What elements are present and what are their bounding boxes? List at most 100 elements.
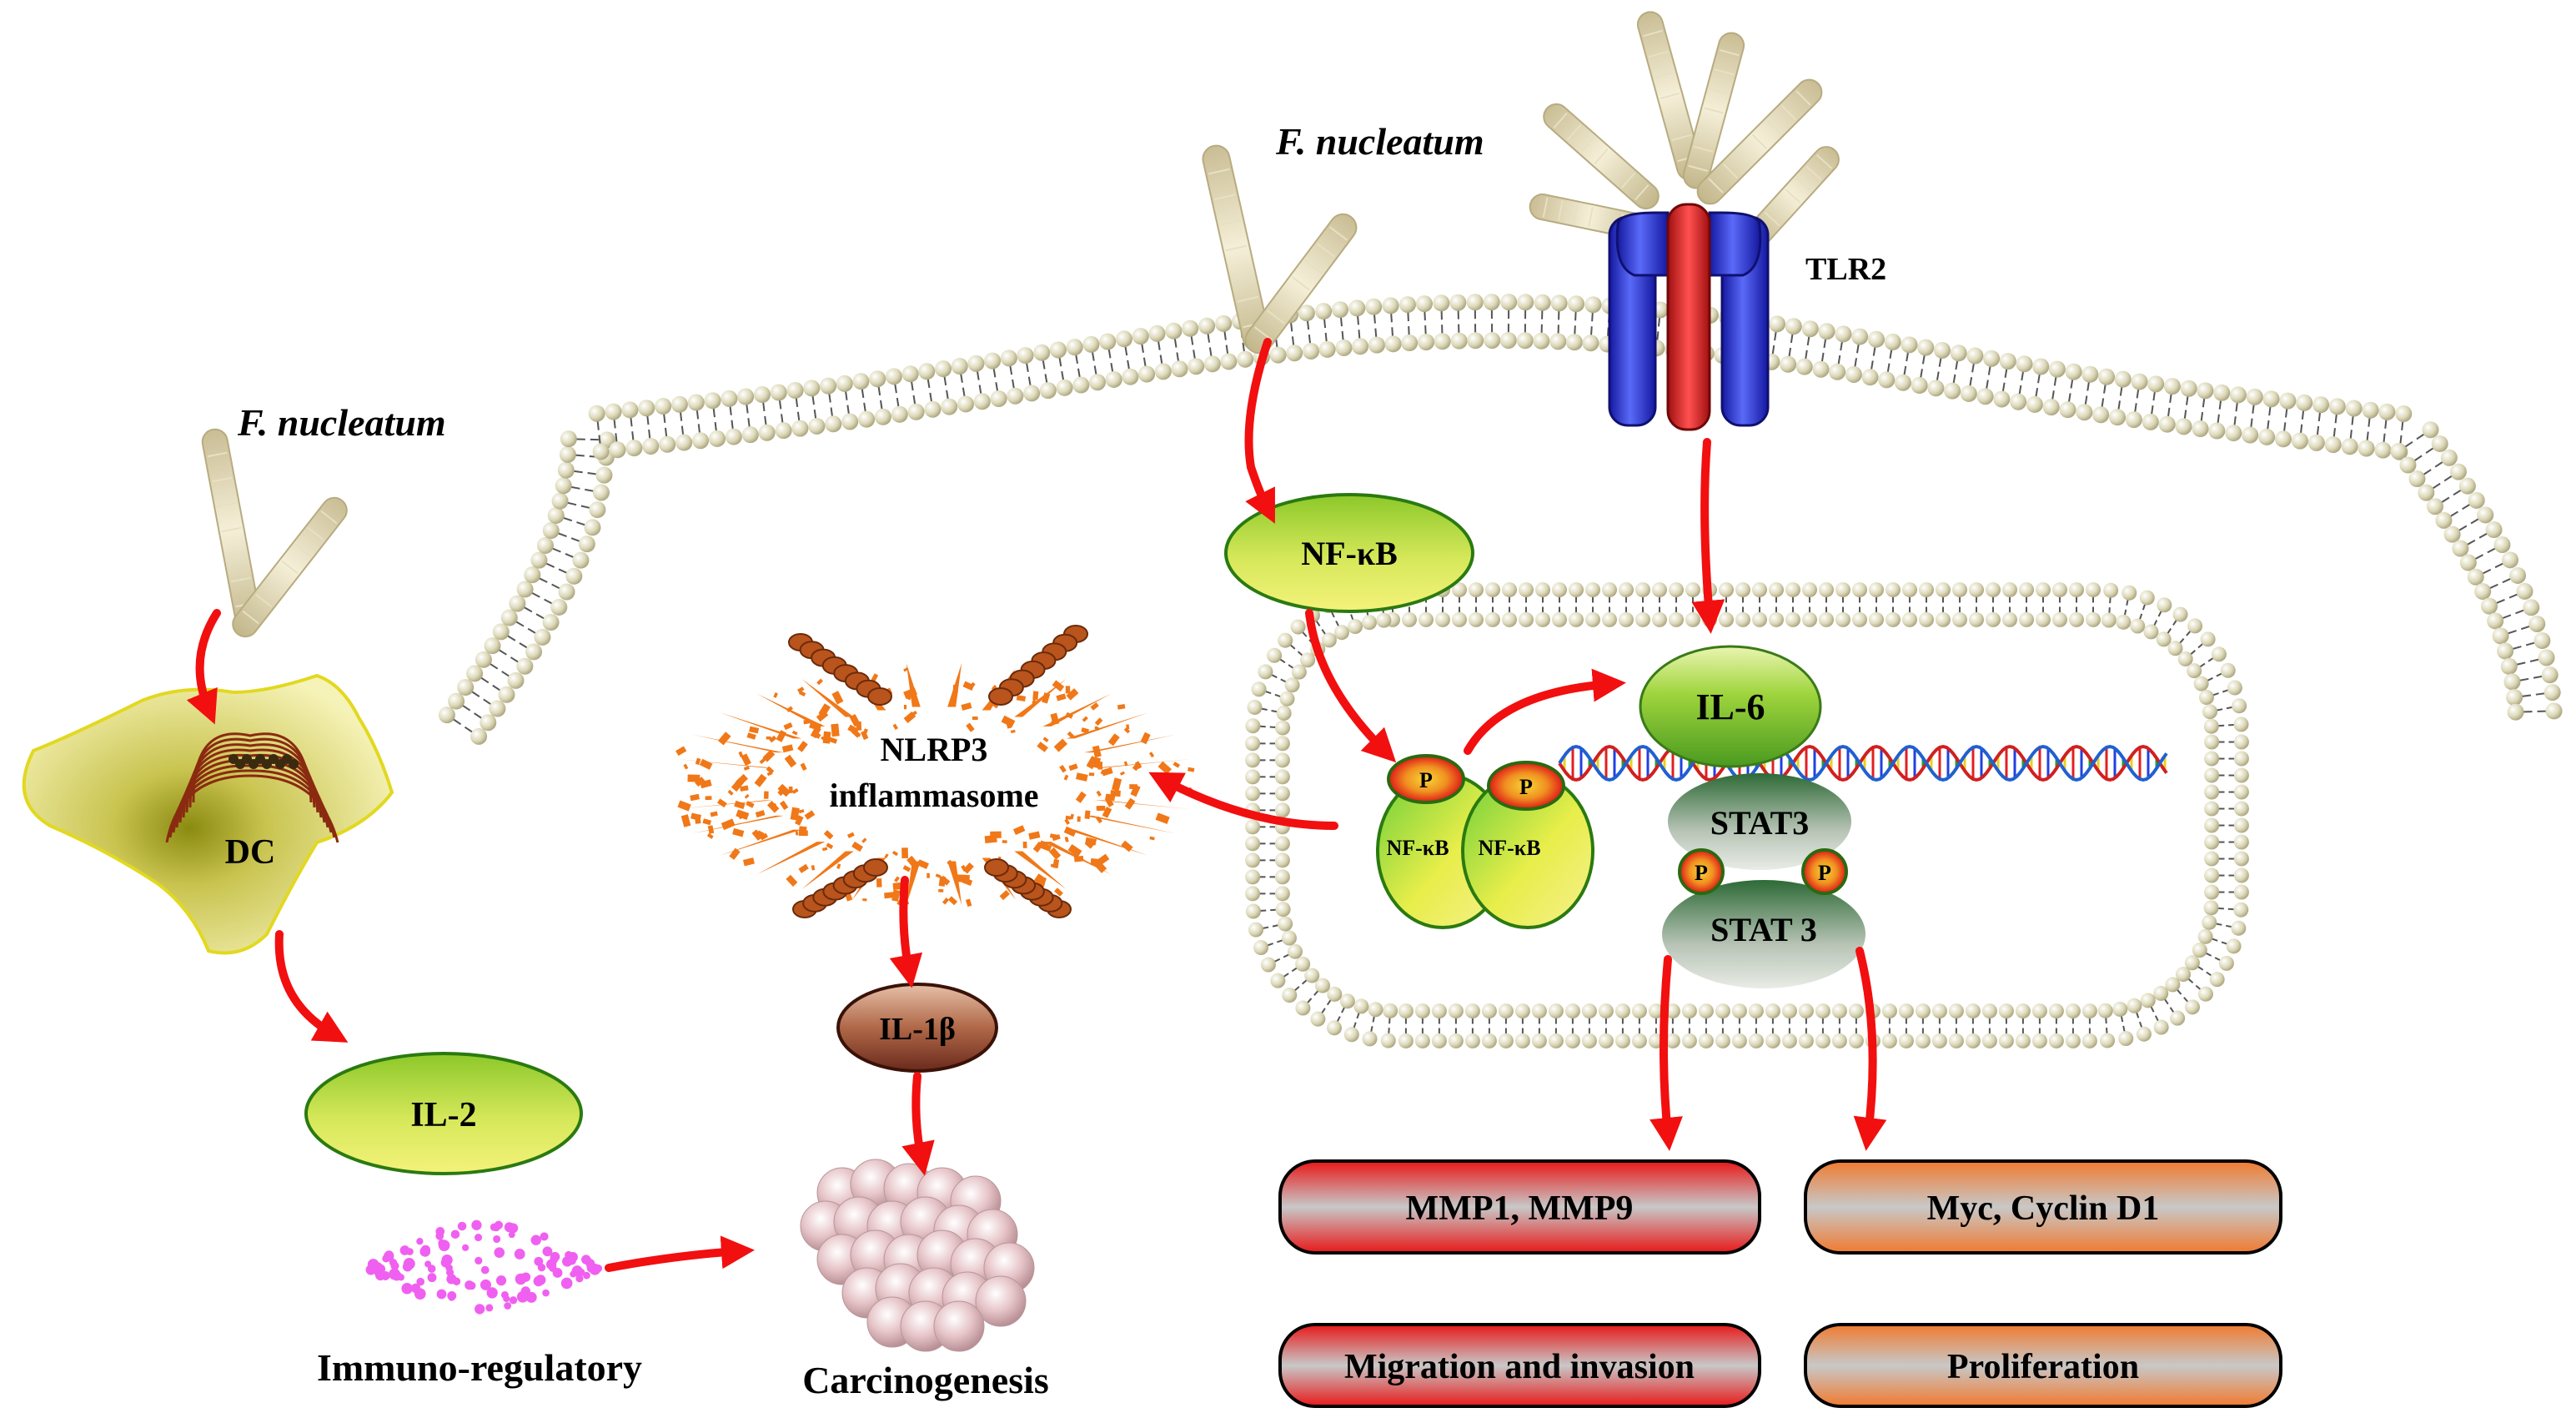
lipid-head bbox=[1099, 334, 1116, 350]
lipid-head bbox=[1599, 1033, 1614, 1048]
nlrp3-fragment bbox=[718, 732, 731, 745]
lipid-head bbox=[1415, 1003, 1430, 1018]
lipid-head bbox=[1533, 333, 1549, 349]
nlrp3-fragment bbox=[764, 792, 769, 799]
lipid-head bbox=[1552, 612, 1567, 627]
lipid-head bbox=[1785, 318, 1802, 334]
nlrp3-fragment bbox=[1173, 762, 1181, 768]
nlrp3-fragment bbox=[1117, 704, 1126, 710]
lipid-head bbox=[1832, 1003, 1847, 1018]
lipid-head bbox=[2086, 582, 2101, 597]
lipid-head bbox=[1882, 1003, 1897, 1018]
immuno-dot bbox=[531, 1235, 541, 1245]
nlrp3-fragment bbox=[823, 732, 831, 744]
lipid-head bbox=[517, 581, 534, 597]
lipid-head bbox=[803, 380, 820, 396]
lipid-head bbox=[1852, 612, 1867, 627]
nlrp3-fragment bbox=[1002, 840, 1007, 843]
lipid-head bbox=[589, 405, 605, 422]
dna-strand bbox=[1559, 747, 2167, 780]
lipid-head bbox=[2019, 582, 2034, 597]
lipid-head bbox=[1416, 295, 1433, 312]
lipid-head bbox=[552, 493, 569, 510]
lipid-head bbox=[1484, 332, 1500, 349]
lipid-head bbox=[2487, 612, 2503, 629]
stat3-upper-label: STAT3 bbox=[1710, 804, 1810, 842]
lipid-head bbox=[759, 425, 776, 441]
lipid-head bbox=[1602, 582, 1617, 597]
lipid-head bbox=[1886, 582, 1901, 597]
lipid-head bbox=[1385, 335, 1402, 352]
lipid-head bbox=[1899, 1033, 1914, 1048]
lipid-head bbox=[1902, 582, 1917, 597]
immuno-dot bbox=[570, 1270, 576, 1277]
lipid-head bbox=[1752, 612, 1767, 627]
nlrp3-fragment bbox=[1149, 837, 1154, 841]
lipid-head bbox=[1278, 917, 1293, 932]
lipid-head bbox=[1288, 944, 1303, 959]
tumor-cluster bbox=[801, 1159, 1034, 1351]
lipid-head bbox=[1383, 297, 1399, 314]
lipid-head bbox=[2468, 569, 2484, 586]
lipid-head bbox=[475, 651, 492, 668]
lipid-head bbox=[1282, 988, 1297, 1003]
nlrp3-fragment bbox=[1085, 810, 1091, 819]
lipid-head bbox=[1315, 303, 1332, 319]
lipid-head bbox=[1882, 1033, 1897, 1048]
lipid-head bbox=[2115, 371, 2132, 388]
lipid-head bbox=[2234, 868, 2249, 883]
lipid-head bbox=[1719, 582, 1734, 597]
lipid-head bbox=[489, 701, 505, 717]
lipid-head bbox=[1802, 612, 1817, 627]
dendritic-cell: DC bbox=[24, 676, 392, 953]
lipid-head bbox=[2081, 366, 2098, 383]
lipid-head bbox=[1916, 1033, 1931, 1048]
nlrp3-fragment bbox=[734, 801, 745, 809]
arrow-bacteria-to-nfkb bbox=[1249, 342, 1268, 509]
nlrp3-fragment bbox=[966, 898, 972, 907]
lipid-head bbox=[1815, 1033, 1830, 1048]
immuno-dot bbox=[480, 1280, 491, 1290]
lipid-head bbox=[1149, 325, 1166, 342]
tumor-cell bbox=[934, 1301, 984, 1351]
lipid-head bbox=[2210, 972, 2225, 987]
lipid-head bbox=[1569, 612, 1584, 627]
nlrp3-spike bbox=[947, 663, 962, 706]
lipid-head bbox=[1785, 582, 1800, 597]
immuno-dot bbox=[435, 1232, 444, 1240]
immuno-dot bbox=[501, 1291, 509, 1299]
lipid-head bbox=[705, 392, 721, 409]
lipid-head bbox=[2230, 386, 2247, 403]
lipid-head bbox=[1769, 315, 1785, 332]
proliferation-label: Proliferation bbox=[1947, 1348, 2139, 1386]
lipid-head bbox=[1582, 1003, 1597, 1018]
lipid-head bbox=[530, 552, 547, 569]
lipid-head bbox=[2141, 993, 2156, 1008]
lipid-head bbox=[1999, 1003, 2014, 1018]
lipid-head bbox=[1332, 301, 1348, 318]
lipid-head bbox=[2242, 427, 2258, 444]
immuno-dot bbox=[561, 1278, 573, 1290]
lipid-head bbox=[1796, 359, 1813, 375]
lipid-head bbox=[2202, 704, 2217, 719]
lipid-head bbox=[1376, 613, 1391, 628]
lipid-head bbox=[555, 477, 572, 494]
lipid-head bbox=[1398, 1033, 1414, 1048]
lipid-head bbox=[1769, 612, 1784, 627]
lipid-head bbox=[1171, 360, 1188, 377]
immuno-dot bbox=[428, 1265, 436, 1273]
lipid-head bbox=[655, 398, 671, 415]
lipid-head bbox=[1902, 612, 1917, 627]
lipid-head bbox=[2296, 395, 2312, 411]
lipid-head bbox=[2098, 1003, 2113, 1018]
lipid-head bbox=[1615, 1033, 1630, 1048]
lipid-head bbox=[1952, 582, 1967, 597]
lipid-head bbox=[1275, 769, 1290, 784]
lipid-head bbox=[924, 401, 941, 418]
lipid-head bbox=[1982, 1003, 1997, 1018]
lipid-head bbox=[1275, 786, 1290, 801]
immuno-dot bbox=[437, 1290, 447, 1300]
lipid-head bbox=[2153, 986, 2168, 1001]
f-nucleatum-label-center: F. nucleatum bbox=[1275, 120, 1484, 163]
lipid-head bbox=[1237, 351, 1253, 368]
